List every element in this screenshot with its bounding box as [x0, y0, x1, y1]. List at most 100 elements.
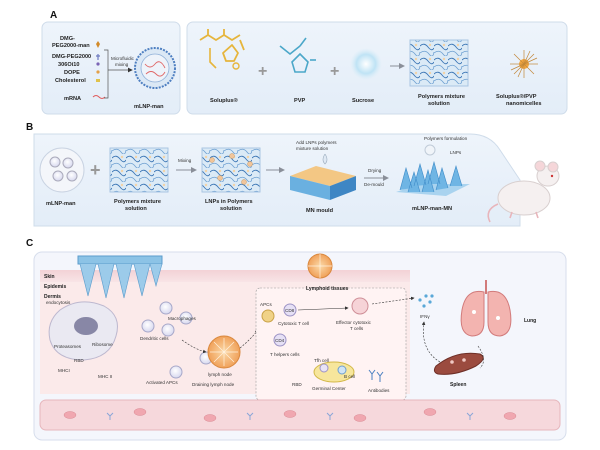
epidemis-label: Epidemis [44, 284, 66, 290]
mhc1-label: MHCI [58, 368, 70, 373]
lnp-dots [209, 153, 253, 185]
antibody-icons [368, 369, 384, 382]
skin-label: Skin [44, 274, 55, 280]
mrna-icon [92, 95, 106, 99]
bracket-line [104, 49, 109, 99]
mouse-illustration [487, 160, 560, 223]
spleen-icon [433, 352, 484, 375]
microneedle-array-icon [396, 160, 470, 196]
step-label: mLNP-man-MN [412, 206, 452, 212]
lymphoid-label: Lymphoid tissues [306, 286, 349, 292]
step-label: LNPs in Polymers [205, 199, 253, 205]
microneedle-patch [77, 255, 163, 299]
spleen-arrow [421, 321, 441, 363]
cd4-cell-icon [273, 333, 287, 347]
ifn-arrow [371, 296, 415, 305]
step-label: Polymers mixture [114, 199, 161, 205]
rbd2-label: RBD [292, 382, 302, 387]
material-label: Soluplus® [210, 97, 239, 104]
process-label: mixing [115, 62, 129, 67]
dermis-label: Dermis [44, 294, 61, 300]
ribosome-label: Ribosome [92, 342, 113, 347]
rbd-label: RBD [74, 358, 84, 363]
nanomicelle-label: Soluplus®/PVP [496, 93, 537, 100]
dope-icon [96, 70, 100, 74]
cd4-label: CD4 [275, 338, 285, 343]
formulation-icon [424, 144, 436, 156]
mixture-label: Polymers mixture [418, 94, 465, 100]
migration-arrow [181, 339, 207, 354]
spleen-label: Spleen [450, 382, 466, 388]
blood-vessel [39, 399, 561, 431]
cytotoxic-label: Cytotoxic T cell [278, 321, 309, 326]
skin-layer [40, 270, 410, 282]
germinal-center-icon [313, 361, 355, 383]
lymph-node-label: lymph node [208, 372, 232, 377]
mannose-icon [96, 41, 100, 48]
component-label: PEG2000-man [52, 43, 90, 49]
panel-b-box [33, 133, 521, 227]
peg-icon [96, 54, 100, 60]
mhc2-label: MHC II [98, 374, 112, 379]
mn-mould-icon [290, 166, 356, 200]
step-label: solution [125, 206, 147, 212]
plus-icon: + [330, 63, 339, 80]
vessel-antibodies [106, 412, 474, 420]
immune-cells [141, 301, 213, 379]
material-label: PVP [294, 98, 305, 104]
ionizable-lipid-icon [96, 62, 100, 66]
step-label: MN mould [306, 208, 334, 214]
mixture-label: solution [428, 101, 450, 107]
polymer-mixture-box [409, 39, 469, 87]
cd8-label: CD8 [285, 308, 295, 313]
component-label: DOPE [64, 70, 80, 76]
polymer-mixture-box [109, 147, 169, 193]
soluplus-structure [199, 29, 245, 70]
macrophages-label: Macrophages [168, 316, 197, 321]
effector-label: T cells [350, 326, 364, 331]
nanomicelle-label: nanomicelles [506, 101, 541, 107]
component-label: DMG-PEG2000 [52, 54, 91, 60]
lnp-components-list: DMG- PEG2000-man DMG-PEG2000 306Oi10 DOP… [52, 36, 91, 102]
endocytosis-label: endocytosis [46, 300, 71, 305]
antibodies-label: Antibodies [368, 388, 390, 393]
drying-label: Drying [368, 168, 382, 173]
lung-label: Lung [524, 318, 536, 324]
panel-a-left-box [41, 21, 181, 115]
process-label: Microfluidic [111, 56, 135, 61]
bcell-label: B cell [344, 374, 355, 379]
lung-arrow [477, 345, 484, 369]
helpers-label: T helpers cells [270, 352, 300, 357]
component-label: mRNA [64, 96, 81, 102]
ifn-label: IFNγ [420, 314, 430, 319]
material-label: Sucrose [352, 98, 374, 104]
panel-b-letter: B [26, 122, 33, 133]
lnps-label: LNPs [450, 150, 462, 155]
proteasomes-label: Proteasomes [54, 344, 82, 349]
sucrose-icon [350, 48, 382, 80]
product-label: mLNP-man [134, 104, 164, 110]
demould-label: De-mould [364, 182, 384, 187]
activated-label: Activated APCs [146, 380, 178, 385]
cd8-cell-icon [283, 303, 297, 317]
step-label: solution [220, 206, 242, 212]
effector-label: Effector cytotoxic [336, 320, 372, 325]
component-label: 306Oi10 [58, 62, 79, 68]
component-icons [92, 41, 106, 99]
lung-icon [460, 280, 512, 337]
apcs-label: APCs [260, 302, 272, 307]
panel-a-letter: A [50, 10, 57, 21]
blood-cells [63, 408, 517, 422]
nanomicelle-icon [510, 50, 538, 78]
germinal-label: Germinal Center [312, 386, 346, 391]
apc-icon [261, 309, 275, 323]
add-label: mixture solution [296, 146, 329, 151]
cholesterol-icon [96, 79, 100, 82]
panel-c-letter: C [26, 238, 33, 249]
add-label: Add LNPs polymers [296, 140, 337, 145]
lymphoid-tissue-icon [307, 253, 333, 279]
tfh-label: Tfh cell [314, 358, 329, 363]
plus-icon: + [258, 63, 267, 80]
